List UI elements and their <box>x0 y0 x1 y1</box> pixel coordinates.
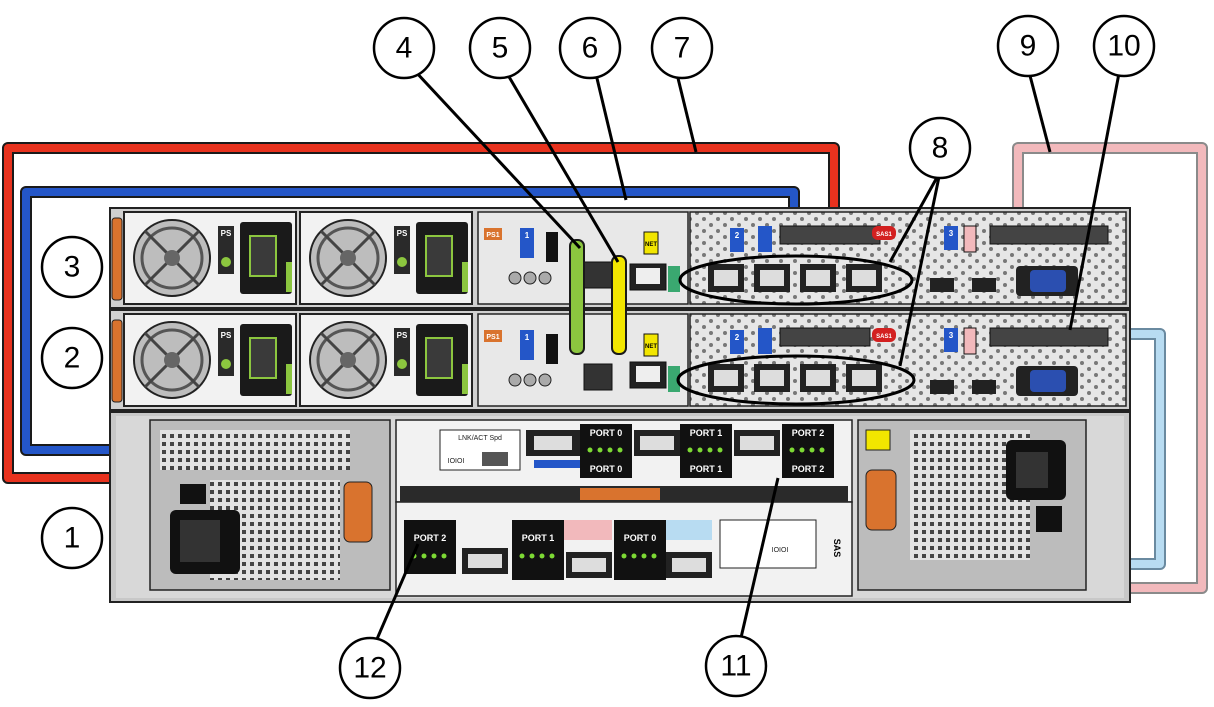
port1-label-bottom: PORT 1 <box>522 533 555 543</box>
psu-top-b: PS <box>299 211 473 305</box>
psu-middle-b: PS <box>299 313 473 407</box>
port0-label-top: PORT 0 <box>590 428 623 438</box>
callout-9-label: 9 <box>1020 30 1037 63</box>
port1-label-top: PORT 1 <box>690 428 723 438</box>
rj45-group-middle <box>708 364 882 392</box>
net-label: NET <box>645 242 657 248</box>
slot-number: 2 <box>735 333 740 342</box>
psu-label: PS <box>221 229 232 238</box>
callout-1: 1 <box>40 506 104 570</box>
yellow-cable <box>611 255 627 355</box>
callout-5-label: 5 <box>492 32 509 65</box>
callout-4-label: 4 <box>396 32 413 65</box>
net-ports-ellipse-top <box>678 254 914 306</box>
net-label: NET <box>645 344 657 350</box>
callout-3-label: 3 <box>64 251 81 284</box>
psu-label: PS <box>397 229 408 238</box>
net-ports-ellipse-middle <box>676 354 916 406</box>
callout-5: 5 <box>468 16 532 80</box>
psu-top-a: PS <box>123 211 297 305</box>
callout-6-label: 6 <box>582 32 599 65</box>
rj45-group-top <box>708 264 882 292</box>
sas-label: SAS <box>832 539 842 558</box>
callout-6: 6 <box>558 16 622 80</box>
psu-label: PS <box>397 331 408 340</box>
ioioi-label-bottom: IOIOI <box>772 547 789 554</box>
slot-number: 1 <box>525 231 530 240</box>
ps1-label: PS1 <box>486 334 499 341</box>
callout-1-label: 1 <box>64 522 81 555</box>
callout-3: 3 <box>40 235 104 299</box>
callout-2: 2 <box>40 326 104 390</box>
port2-label-top-inv: PORT 2 <box>792 464 825 474</box>
callout-7-label: 7 <box>674 32 691 65</box>
port2-label-bottom: PORT 2 <box>414 533 447 543</box>
callout-2-label: 2 <box>64 342 81 375</box>
callout-12: 12 <box>338 636 402 700</box>
sas1-label: SAS1 <box>876 334 892 340</box>
callout-11-label: 11 <box>720 650 751 683</box>
storage-shelf: PORT 0 PORT 0 PORT 1 PORT 1 PORT 2 PORT … <box>109 411 1131 603</box>
callout-11: 11 <box>704 634 768 698</box>
port2-label-top: PORT 2 <box>792 428 825 438</box>
callout-8-label: 8 <box>932 132 949 165</box>
slot-number: 2 <box>735 231 740 240</box>
slot-number: 3 <box>949 229 954 238</box>
callout-10-label: 10 <box>1107 30 1140 63</box>
callout-8: 8 <box>908 116 972 180</box>
slot-number: 3 <box>949 331 954 340</box>
lnk-act-label: LNK/ACT Spd <box>458 435 502 442</box>
psu-middle-a: PS <box>123 313 297 407</box>
callout-4: 4 <box>372 16 436 80</box>
psu-label: PS <box>221 331 232 340</box>
port0-label-top-inv: PORT 0 <box>590 464 623 474</box>
port1-label-top-inv: PORT 1 <box>690 464 723 474</box>
ps1-label: PS1 <box>486 232 499 239</box>
callout-7: 7 <box>650 16 714 80</box>
callout-10: 10 <box>1092 14 1156 78</box>
callout-leaders <box>372 67 1122 647</box>
sas1-label: SAS1 <box>876 232 892 238</box>
callout-12-label: 12 <box>353 652 386 685</box>
ioioi-label: IOIOI <box>448 458 465 465</box>
slot-number: 1 <box>525 333 530 342</box>
green-cable <box>569 239 585 355</box>
port0-label-bottom: PORT 0 <box>624 533 657 543</box>
callout-9: 9 <box>996 14 1060 78</box>
